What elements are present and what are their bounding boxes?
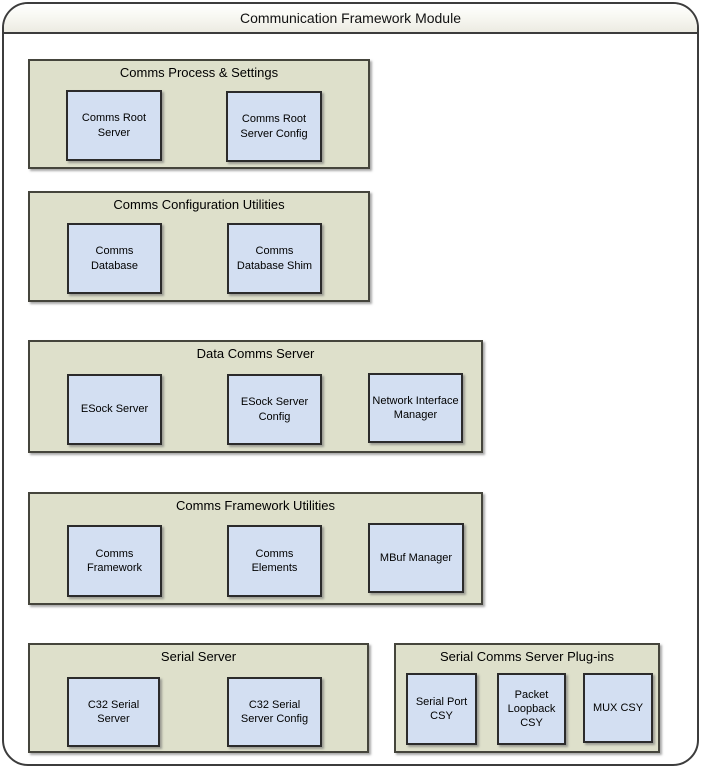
group-title: Comms Process & Settings xyxy=(119,65,279,80)
component-comms-database: Comms Database xyxy=(67,223,162,294)
group-serial-comms-server-plugins: Serial Comms Server Plug-ins Serial Port… xyxy=(394,643,660,753)
component-comms-root-server: Comms Root Server xyxy=(66,90,162,161)
module-title: Communication Framework Module xyxy=(240,10,461,26)
component-esock-server-config: ESock Server Config xyxy=(227,374,322,445)
component-comms-elements: Comms Elements xyxy=(227,525,322,597)
component-packet-loopback-csy: Packet Loopback CSY xyxy=(497,673,566,745)
group-title: Serial Comms Server Plug-ins xyxy=(439,649,615,664)
component-comms-database-shim: Comms Database Shim xyxy=(227,223,322,294)
component-network-interface-manager: Network Interface Manager xyxy=(368,373,463,443)
component-comms-framework: Comms Framework xyxy=(67,525,162,597)
component-serial-port-csy: Serial Port CSY xyxy=(406,673,477,745)
component-mbuf-manager: MBuf Manager xyxy=(368,523,464,593)
module-header: Communication Framework Module xyxy=(4,4,697,34)
group-title: Data Comms Server xyxy=(196,346,315,361)
component-mux-csy: MUX CSY xyxy=(583,673,653,743)
group-title: Comms Configuration Utilities xyxy=(113,197,285,212)
component-c32-serial-server-config: C32 Serial Server Config xyxy=(227,677,322,747)
group-serial-server: Serial Server C32 Serial Server C32 Seri… xyxy=(28,643,369,753)
group-data-comms-server: Data Comms Server ESock Server ESock Ser… xyxy=(28,340,483,453)
group-comms-configuration-utilities: Comms Configuration Utilities Comms Data… xyxy=(28,191,370,302)
component-c32-serial-server: C32 Serial Server xyxy=(67,677,160,747)
component-esock-server: ESock Server xyxy=(67,374,162,445)
group-title: Comms Framework Utilities xyxy=(176,498,335,513)
group-title: Serial Server xyxy=(160,649,237,664)
component-comms-root-server-config: Comms Root Server Config xyxy=(226,91,322,162)
group-comms-framework-utilities: Comms Framework Utilities Comms Framewor… xyxy=(28,492,483,605)
group-comms-process-settings: Comms Process & Settings Comms Root Serv… xyxy=(28,59,370,169)
